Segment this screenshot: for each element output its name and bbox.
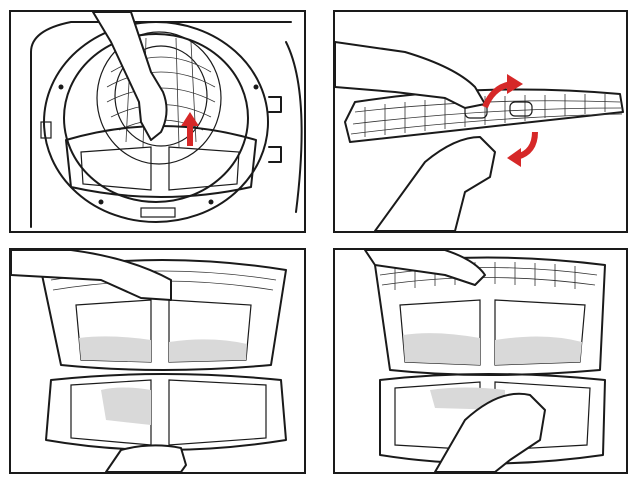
- door-ring-inner: [63, 33, 249, 203]
- step-2-illustration: [335, 41, 624, 231]
- open-door: [285, 41, 303, 213]
- dryer-front: [30, 21, 292, 228]
- step-1-illustration: [30, 12, 303, 228]
- rotate-arrow-icon: [482, 74, 538, 167]
- hand-icon: [434, 392, 546, 472]
- hand-icon: [105, 444, 187, 472]
- lint-right: [169, 339, 247, 362]
- door-latch: [140, 207, 176, 218]
- hand-icon: [374, 136, 496, 231]
- lint-lower: [101, 387, 151, 425]
- filter-body: [344, 88, 624, 143]
- hand-icon: [92, 12, 168, 141]
- door-lock: [40, 121, 52, 139]
- drum: [96, 31, 222, 165]
- hinge-bottom: [268, 146, 282, 163]
- step-3-illustration: [11, 250, 287, 472]
- hand-icon: [335, 41, 486, 109]
- step-4-panel: [333, 248, 628, 474]
- lint-right: [495, 336, 582, 365]
- filter-lower: [379, 373, 606, 465]
- filter-window-right: [168, 146, 240, 191]
- hinge-top: [268, 96, 282, 113]
- lint-left: [403, 333, 480, 365]
- lint-left: [79, 336, 151, 362]
- step-2-panel: [333, 10, 628, 233]
- hand-icon: [364, 250, 486, 286]
- hand-icon: [11, 250, 172, 301]
- filter-lower: [45, 373, 287, 451]
- step-3-panel: [9, 248, 306, 474]
- filter-window-left: [80, 146, 152, 191]
- arrow-up-icon: [181, 112, 199, 146]
- step-4-illustration: [364, 250, 606, 472]
- filter-housing: [65, 125, 257, 198]
- step-1-panel: [9, 10, 306, 233]
